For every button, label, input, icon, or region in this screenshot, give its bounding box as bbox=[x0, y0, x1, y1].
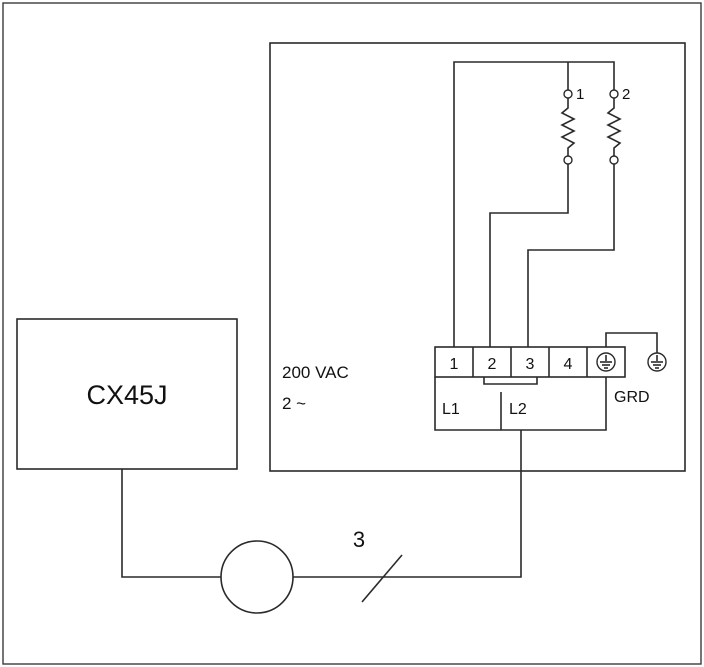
wire-heater-1-bottom bbox=[489, 164, 569, 347]
ground-label: GRD bbox=[614, 389, 650, 406]
terminal-block bbox=[434, 346, 626, 378]
jumper-2-3 bbox=[483, 377, 538, 385]
heater-enclosure bbox=[269, 42, 686, 472]
controller-label: CX45J bbox=[86, 380, 167, 410]
conductor-count-slash bbox=[361, 554, 403, 603]
controller-box bbox=[16, 318, 238, 470]
terminal-1-label: 1 bbox=[450, 356, 459, 373]
line-l2-label: L2 bbox=[509, 401, 527, 418]
terminal-2-label: 2 bbox=[488, 356, 497, 373]
terminal-4-label: 4 bbox=[564, 356, 573, 373]
wire-controller-to-circle bbox=[121, 469, 221, 578]
heater-2-label: 2 bbox=[622, 86, 630, 103]
power-controller-circle bbox=[220, 540, 294, 614]
line-l1-label: L1 bbox=[442, 401, 460, 418]
wire-ground-link bbox=[605, 332, 658, 353]
wire-top-bus bbox=[453, 61, 615, 347]
wire-heater-2-bottom bbox=[527, 164, 615, 347]
ground-icon bbox=[596, 352, 616, 372]
heater-wiring bbox=[453, 61, 615, 347]
chassis-ground-icon bbox=[647, 352, 667, 372]
heater-element-2 bbox=[606, 89, 622, 165]
terminal-3-label: 3 bbox=[526, 356, 535, 373]
heater-element-1 bbox=[560, 89, 576, 165]
conductor-count-label: 3 bbox=[353, 527, 365, 552]
supply-phase-label: 2 ~ bbox=[282, 394, 306, 413]
heater-1-label: 1 bbox=[576, 86, 584, 103]
wire-circle-to-terminals bbox=[293, 430, 522, 578]
supply-voltage-label: 200 VAC bbox=[282, 363, 349, 382]
